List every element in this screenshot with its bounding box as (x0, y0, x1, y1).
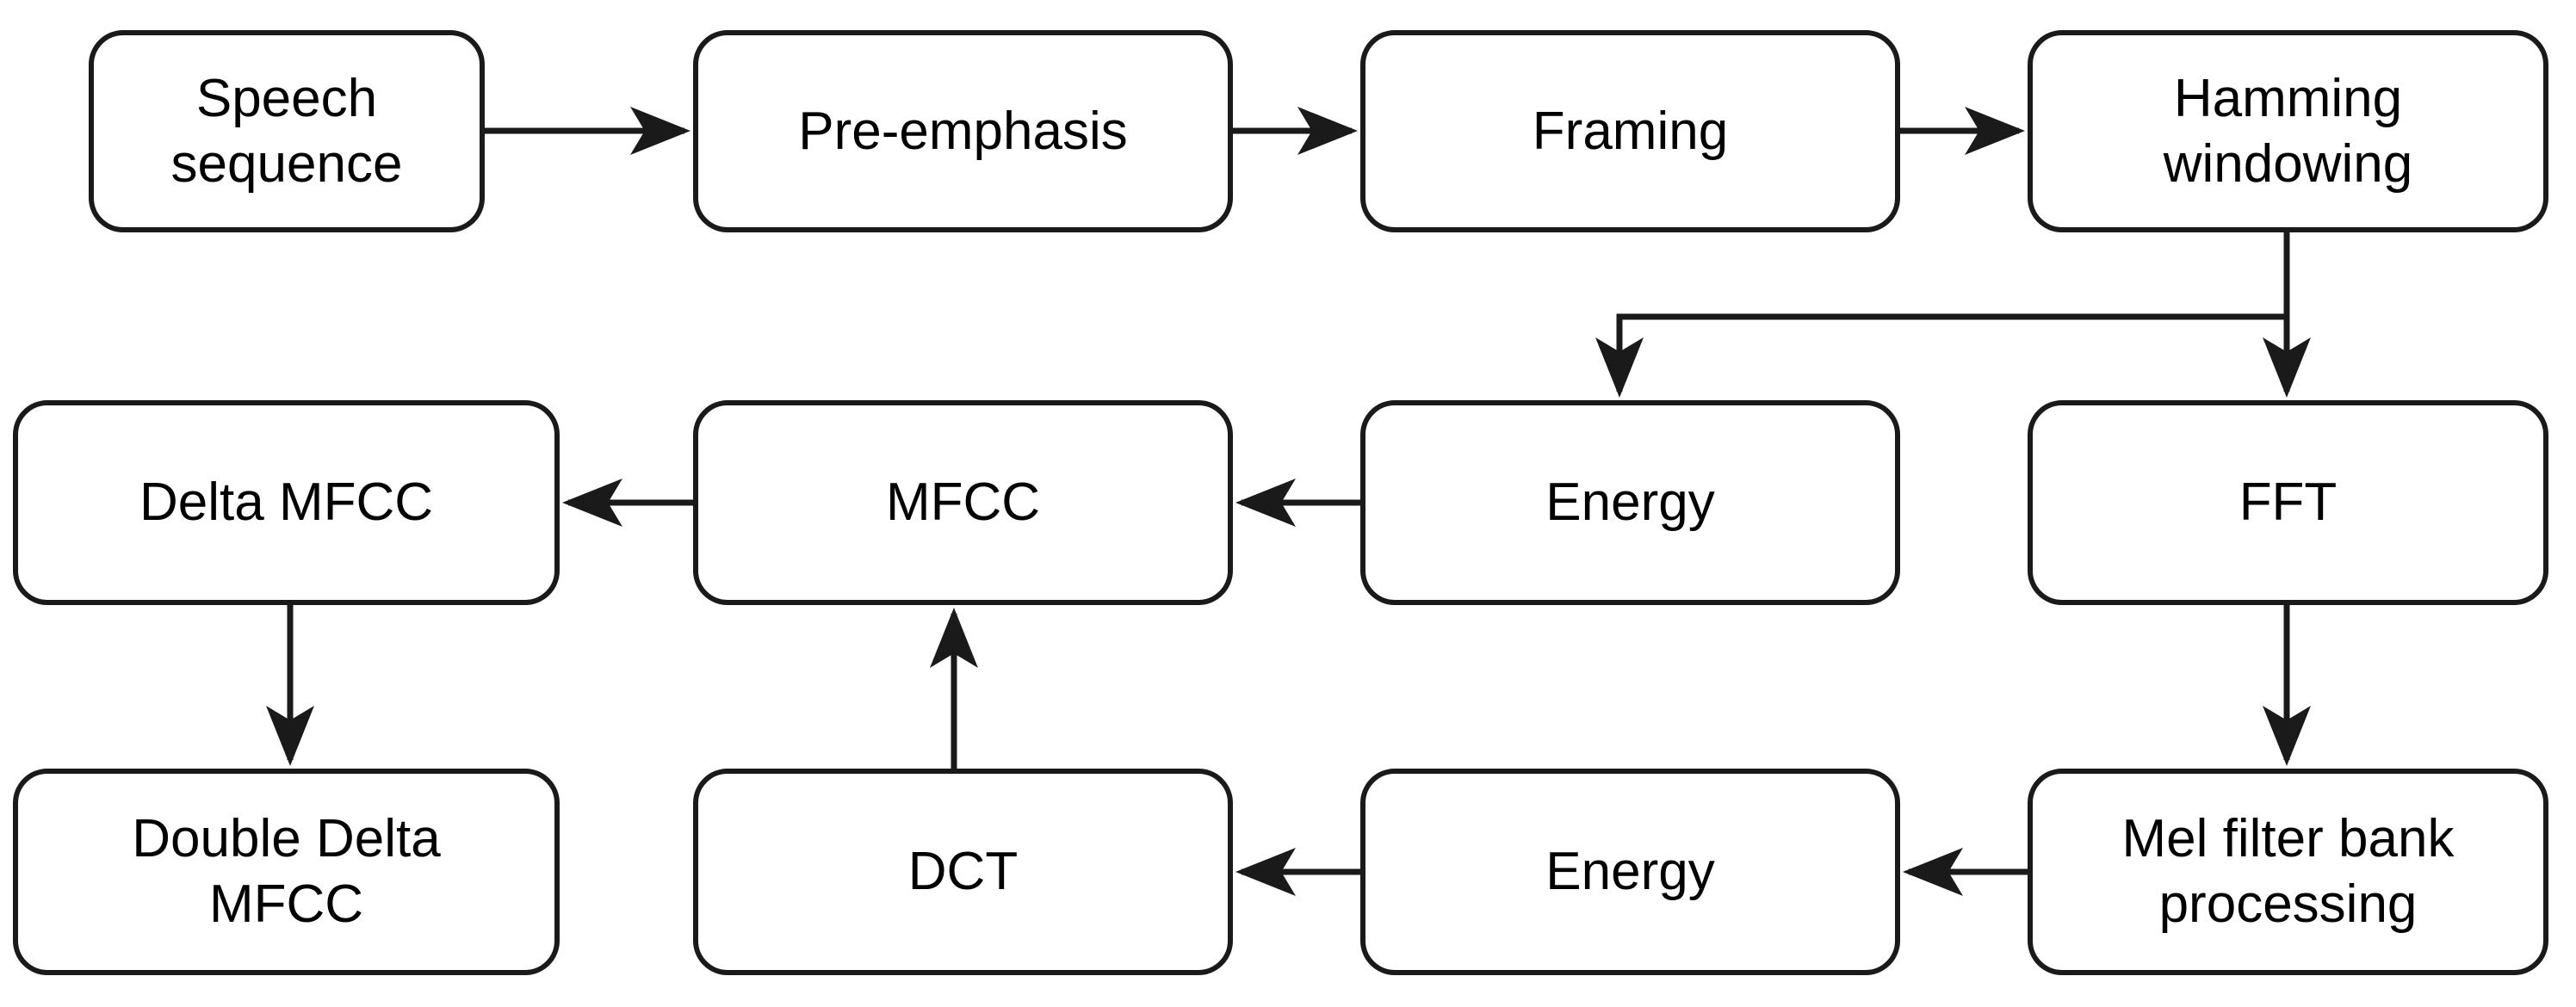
node-energy_mid[interactable]: Energy (1360, 400, 1900, 605)
node-mel_filter_bank[interactable]: Mel filter bank processing (2028, 769, 2548, 975)
edge-hamming-to-energy (1595, 313, 2287, 398)
node-fft[interactable]: FFT (2028, 400, 2548, 605)
node-delta_mfcc[interactable]: Delta MFCC (13, 400, 560, 605)
node-dct[interactable]: DCT (693, 769, 1233, 975)
node-hamming_windowing[interactable]: Hamming windowing (2028, 30, 2548, 232)
node-speech_sequence[interactable]: Speech sequence (89, 30, 485, 232)
node-energy_bottom[interactable]: Energy (1360, 769, 1900, 975)
node-framing[interactable]: Framing (1360, 30, 1900, 232)
node-double_delta_mfcc[interactable]: Double Delta MFCC (13, 769, 560, 975)
node-mfcc[interactable]: MFCC (693, 400, 1233, 605)
node-pre_emphasis[interactable]: Pre-emphasis (693, 30, 1233, 232)
